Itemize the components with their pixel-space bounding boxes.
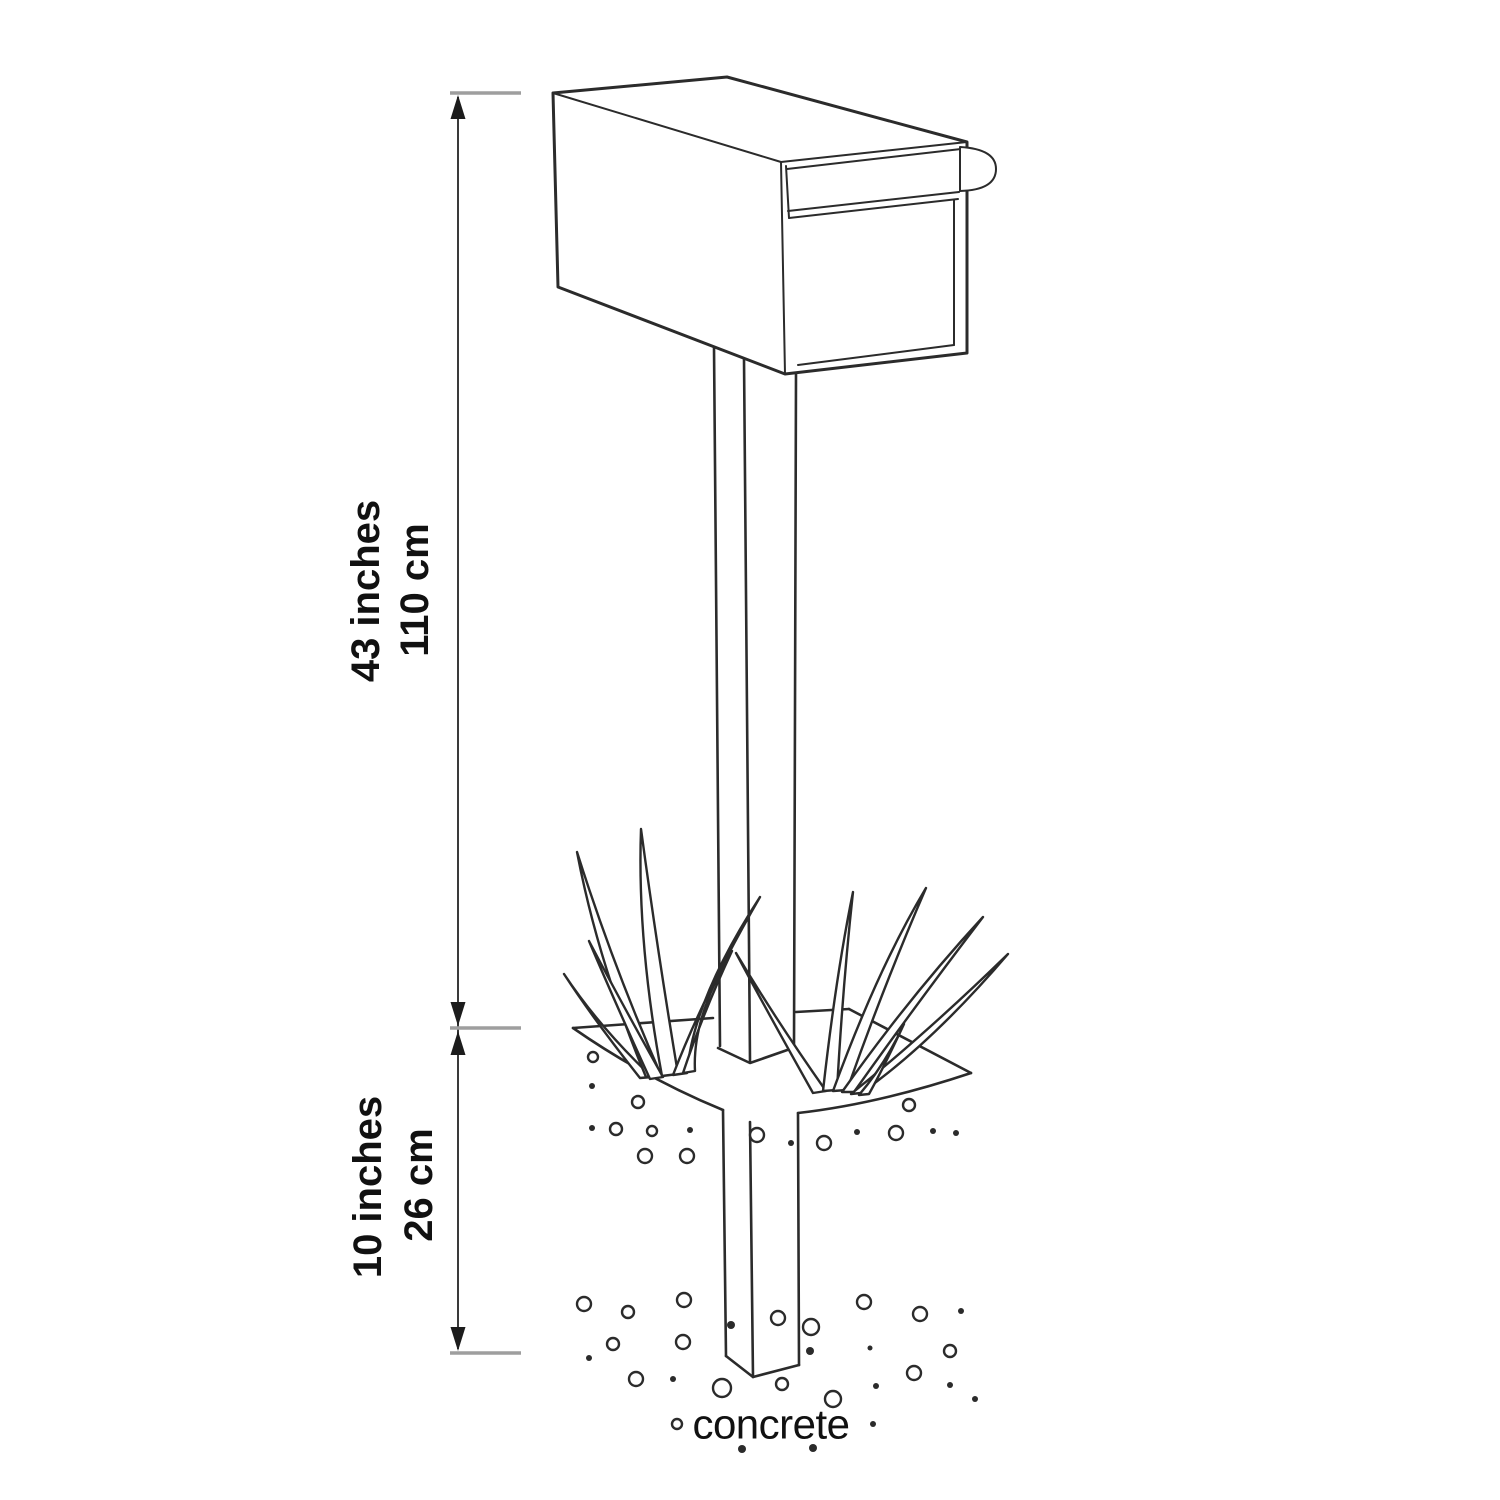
arrow-down-icon — [450, 1002, 466, 1026]
concrete-dot — [608, 1121, 624, 1137]
grass-blade — [857, 1022, 906, 1097]
post-hole-edge — [716, 1046, 795, 1065]
mailbox-door-frame-bottom — [797, 344, 955, 366]
concrete-dot — [855, 1293, 873, 1311]
concrete-dot — [774, 1376, 790, 1392]
concrete-dot — [645, 1124, 659, 1138]
concrete-dot — [873, 1383, 879, 1389]
concrete-dot — [769, 1309, 787, 1327]
concrete-label: concrete — [692, 1401, 849, 1448]
concrete-dot — [636, 1147, 654, 1165]
concrete-dot — [947, 1382, 953, 1388]
grass-blade — [831, 886, 928, 1093]
concrete-dot — [801, 1317, 821, 1337]
grass-blade — [639, 827, 680, 1078]
concrete-dot — [586, 1050, 600, 1064]
post-below-ground — [721, 1108, 801, 1379]
ground-back-left-edge — [571, 1016, 715, 1030]
dimension-annotations: 43 inches 110 cm 10 inches 26 cm — [344, 91, 521, 1355]
mailbox-flap-band-top — [786, 148, 962, 170]
concrete-dot — [627, 1370, 645, 1388]
concrete-dot — [687, 1127, 693, 1133]
arrow-up-icon — [450, 1031, 466, 1055]
concrete-dot — [748, 1126, 766, 1144]
mailbox-body-outline — [551, 75, 969, 376]
concrete-dot — [823, 1389, 843, 1409]
mailbox-front-corner-edge — [780, 161, 786, 375]
concrete-dot — [675, 1291, 693, 1309]
grass-blade — [734, 951, 828, 1095]
concrete-dot — [630, 1094, 646, 1110]
concrete-dot — [806, 1347, 814, 1355]
mailbox-top-front-ridge — [552, 92, 782, 163]
arrow-up-icon — [450, 95, 466, 119]
concrete-dot — [942, 1343, 958, 1359]
concrete-dot — [678, 1147, 696, 1165]
below-ground-metric-label: 26 cm — [397, 1128, 441, 1241]
concrete-dot — [953, 1130, 959, 1136]
concrete-dot — [670, 1417, 684, 1431]
grass-right-tuft — [734, 886, 1010, 1097]
mailbox-front-top-edge — [780, 141, 968, 163]
mailbox-knob — [959, 146, 997, 192]
post-right-edge — [792, 371, 798, 1049]
post-middle-edge — [742, 357, 752, 1063]
buried-post-bottom-edge — [724, 1354, 801, 1379]
grass-blade — [587, 939, 665, 1081]
concrete-dot — [901, 1097, 917, 1113]
buried-post-right-edge — [796, 1111, 801, 1367]
concrete-dot — [711, 1377, 733, 1399]
concrete-dot — [586, 1355, 592, 1361]
concrete-dot — [589, 1083, 595, 1089]
concrete-dot — [887, 1124, 905, 1142]
grass-left-tuft — [562, 827, 762, 1081]
concrete-dot — [589, 1125, 595, 1131]
grass-blade — [681, 949, 734, 1075]
post-above-ground — [712, 345, 798, 1063]
concrete-dot — [727, 1321, 735, 1329]
concrete-dot — [905, 1364, 923, 1382]
concrete-dot — [870, 1421, 876, 1427]
mailbox-flap-band-bottom — [787, 191, 960, 212]
post-left-edge — [712, 345, 722, 1048]
concrete-dot — [575, 1295, 593, 1313]
concrete-dot — [867, 1345, 873, 1351]
concrete-dot — [670, 1376, 676, 1382]
concrete-dot — [620, 1304, 636, 1320]
concrete-dot — [815, 1134, 833, 1152]
concrete-dot — [930, 1128, 936, 1134]
buried-post-left-edge — [721, 1108, 728, 1358]
concrete-dot — [674, 1333, 692, 1351]
concrete-dot — [972, 1396, 978, 1402]
concrete-dot — [605, 1336, 621, 1352]
concrete-dot — [738, 1445, 746, 1453]
mailbox-flap-band-bottom-inner — [788, 198, 959, 219]
concrete-dot — [958, 1308, 964, 1314]
grass-blade — [671, 895, 762, 1077]
grass-blade — [562, 972, 654, 1080]
concrete-dots — [575, 1050, 978, 1453]
ground-front-right-edge — [796, 1071, 973, 1115]
below-ground-imperial-label: 10 inches — [346, 1096, 390, 1278]
grass-blade — [849, 952, 1010, 1096]
concrete-dot — [788, 1140, 794, 1146]
above-ground-imperial-label: 43 inches — [344, 500, 388, 682]
arrow-down-icon — [450, 1327, 466, 1351]
concrete-dot — [911, 1305, 929, 1323]
concrete-dot — [854, 1129, 860, 1135]
grass-blade — [821, 890, 855, 1093]
mailbox-drawing — [551, 75, 997, 376]
above-ground-metric-label: 110 cm — [393, 523, 437, 656]
concrete-dot — [809, 1444, 817, 1452]
buried-post-middle-edge — [748, 1120, 755, 1379]
grass-blade — [840, 915, 985, 1094]
mailbox-flap-band-left-edge — [785, 165, 790, 219]
